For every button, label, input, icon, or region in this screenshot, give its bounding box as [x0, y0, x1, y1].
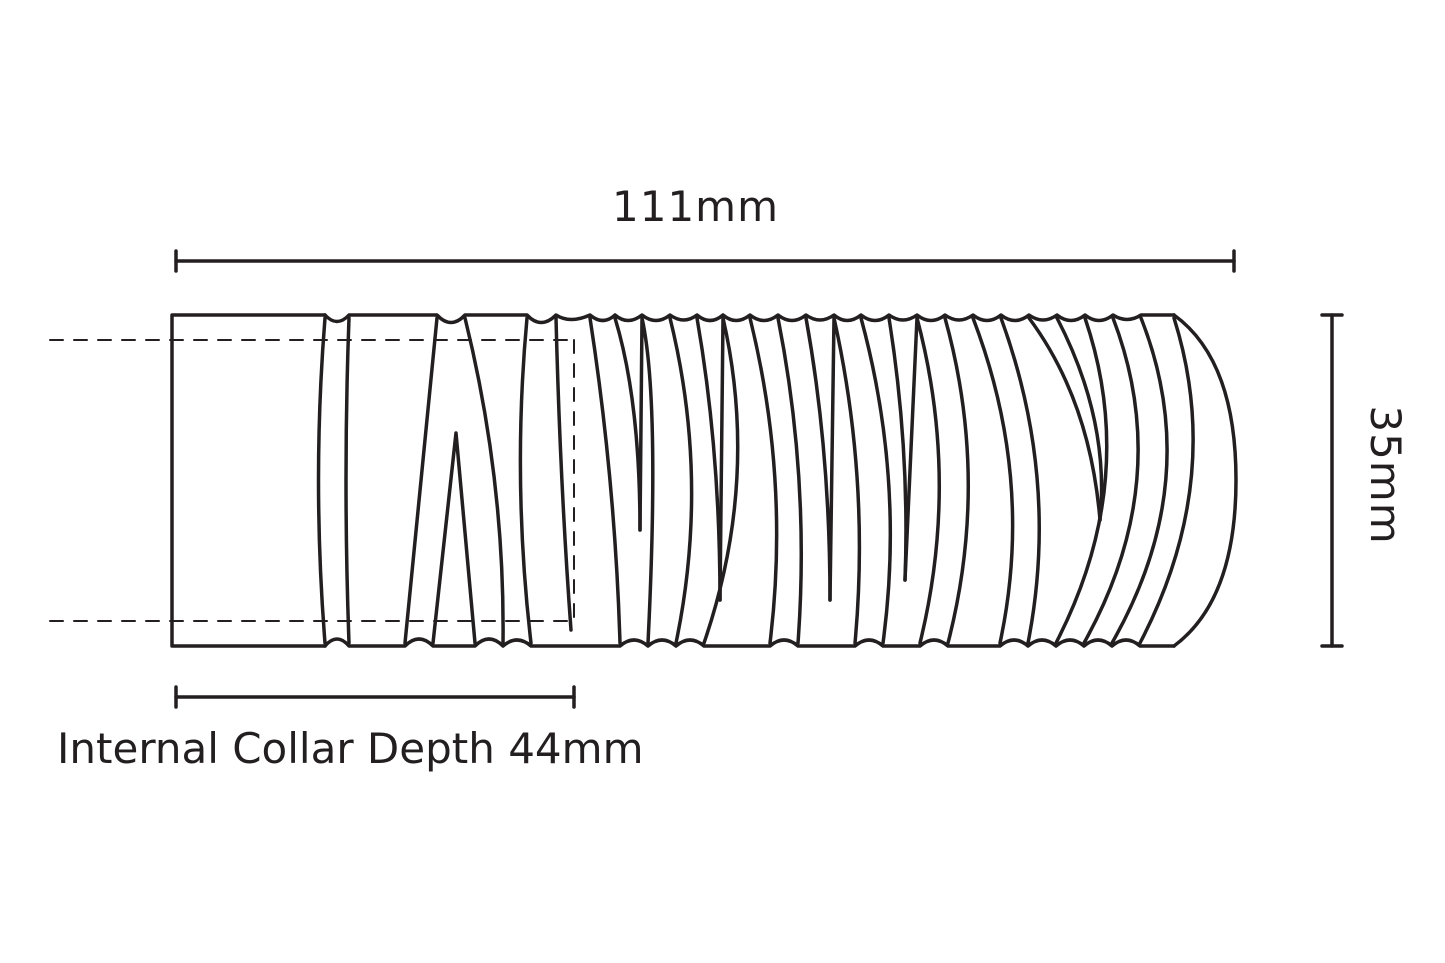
length-label: 111mm	[612, 182, 779, 231]
length-dimension-line	[174, 249, 1236, 273]
collar-depth-dimension-line	[174, 685, 576, 709]
diameter-label: 35mm	[1361, 405, 1410, 545]
diameter-dimension-line	[1320, 313, 1344, 648]
finial-body	[170, 313, 1238, 648]
collar-depth-label: Internal Collar Depth 44mm	[57, 724, 644, 773]
internal-collar-outline	[49, 339, 575, 622]
